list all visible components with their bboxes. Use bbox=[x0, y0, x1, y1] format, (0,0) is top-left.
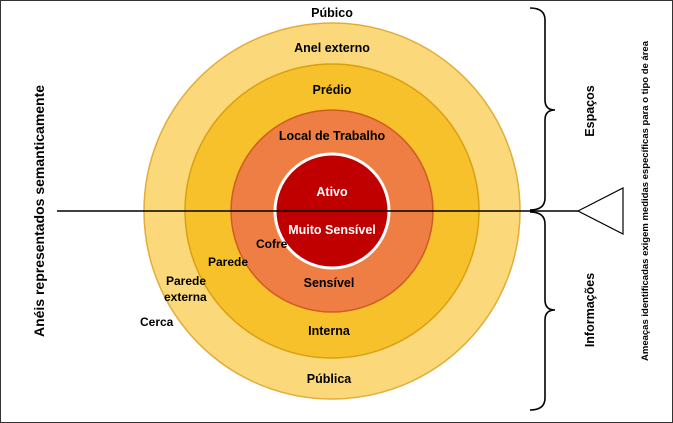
label-parede-externa-1: Parede bbox=[166, 274, 206, 288]
side-label: Anéis representados semanticamente bbox=[31, 85, 47, 337]
right-note: Ameaças identificadas exigem medidas esp… bbox=[640, 40, 651, 361]
bracket-information-icon bbox=[529, 211, 556, 411]
label-parede-externa-2: externa bbox=[164, 290, 207, 304]
label-local-de-trabalho: Local de Trabalho bbox=[279, 129, 386, 143]
label-predio: Prédio bbox=[313, 83, 352, 97]
label-interna: Interna bbox=[308, 324, 351, 338]
pointer-triangle-icon bbox=[576, 187, 624, 235]
label-cofre: Cofre bbox=[256, 237, 288, 251]
label-sensivel: Sensível bbox=[304, 276, 355, 290]
top-label: Púbico bbox=[311, 6, 353, 20]
label-espacos: Espaços bbox=[583, 85, 597, 136]
label-muito-sensivel: Muito Sensível bbox=[288, 223, 376, 237]
label-cerca: Cerca bbox=[140, 315, 174, 329]
label-anel-externo: Anel externo bbox=[294, 41, 370, 55]
label-publica: Pública bbox=[307, 372, 353, 386]
bracket-spaces-icon bbox=[529, 7, 556, 211]
label-parede: Parede bbox=[208, 255, 248, 269]
label-informacoes: Informações bbox=[583, 273, 597, 347]
label-ativo: Ativo bbox=[316, 185, 348, 199]
